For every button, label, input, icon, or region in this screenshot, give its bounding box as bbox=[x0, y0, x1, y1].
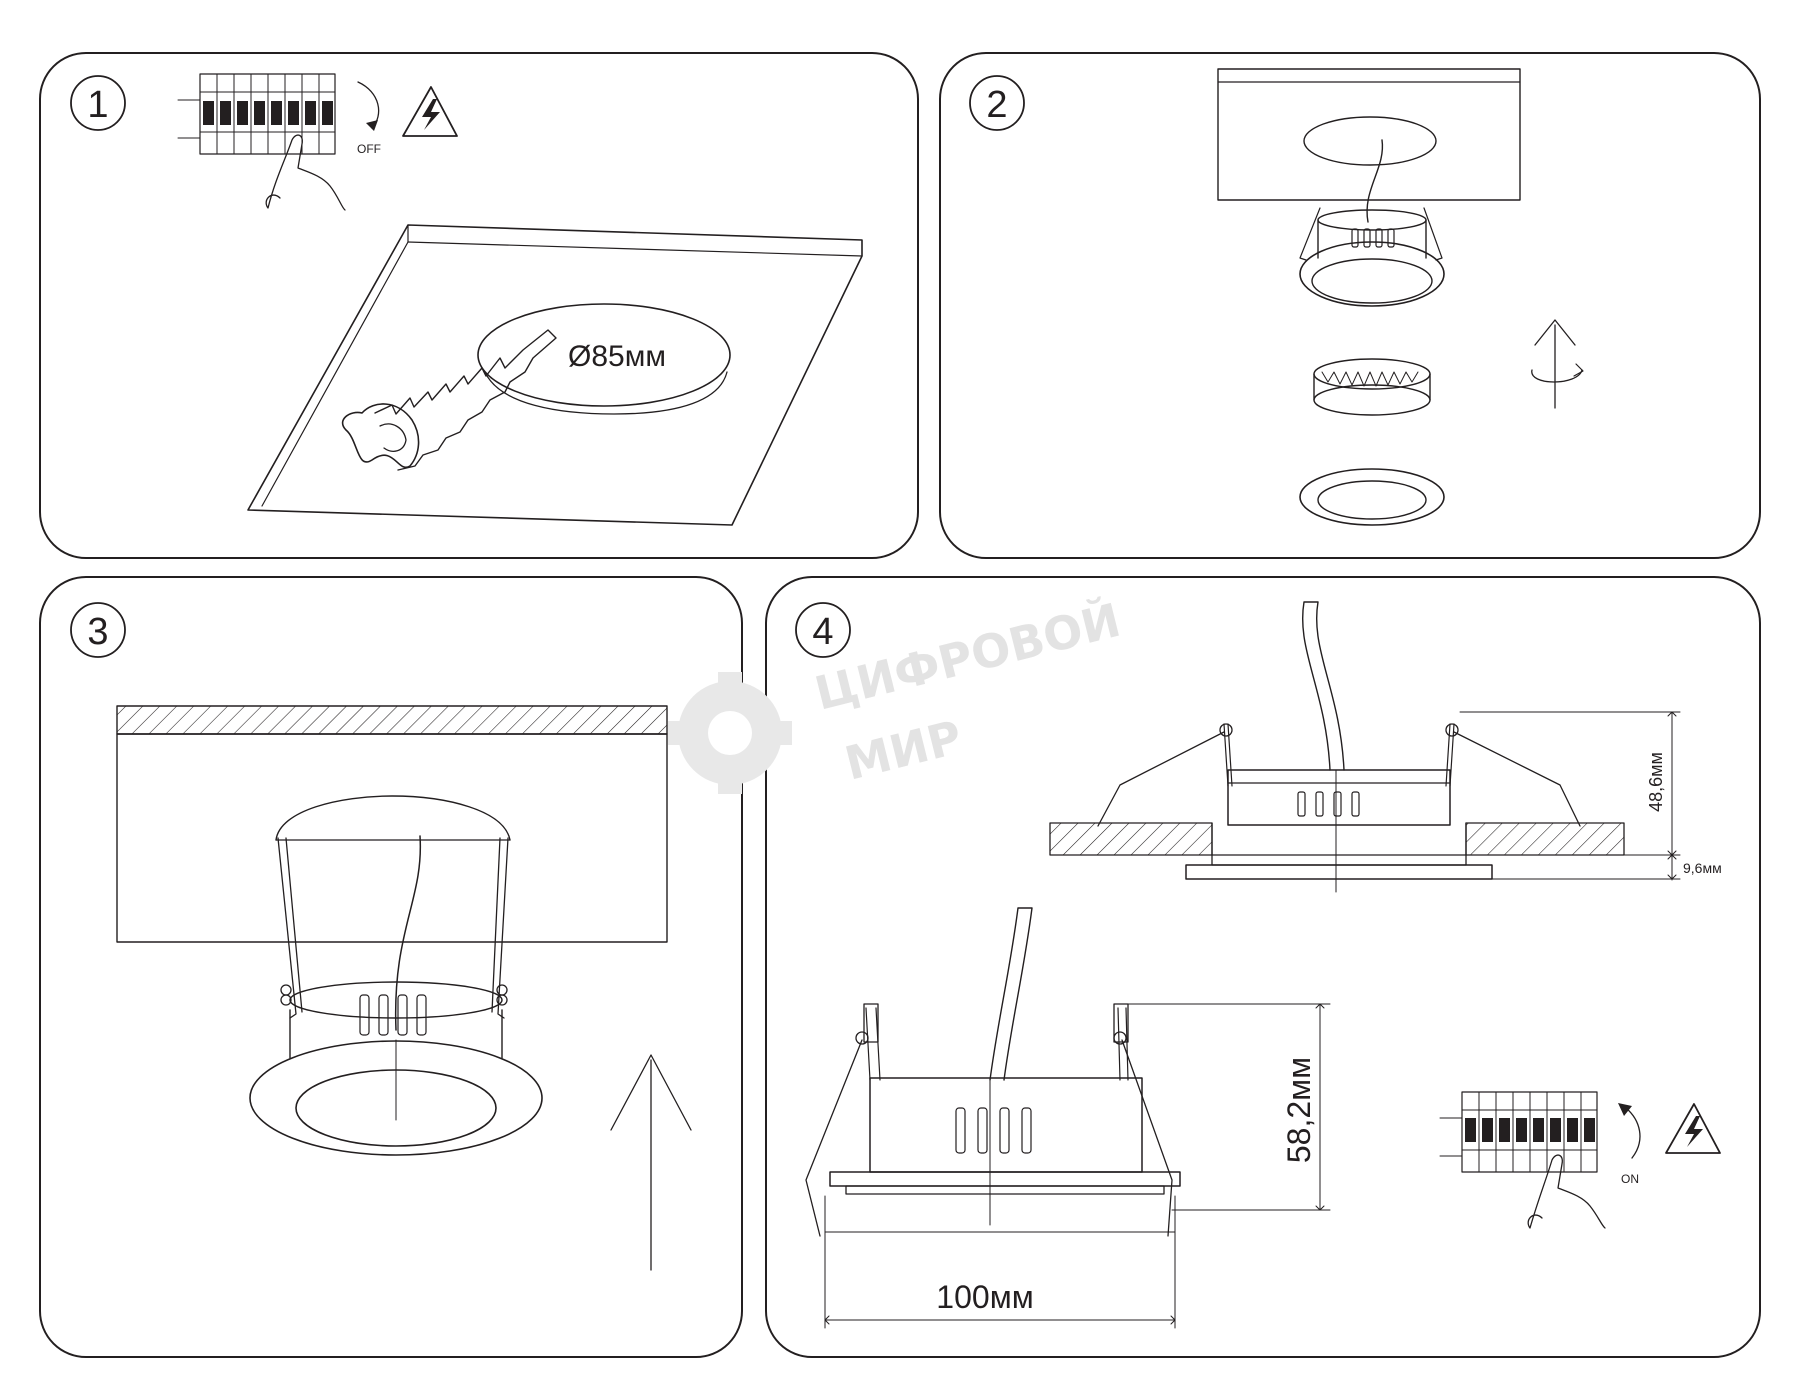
ceiling-board bbox=[1217, 68, 1521, 201]
fixture-side-view bbox=[805, 907, 1331, 1329]
switch-on-arrow-icon bbox=[1625, 1107, 1641, 1159]
step-number-circle bbox=[70, 602, 126, 658]
dimension-height-top: 48,6мм bbox=[1646, 752, 1666, 812]
panel-step-4: 4 ЦИФРОВОЙ МИР bbox=[668, 576, 1761, 1358]
watermark: ЦИФРОВОЙ МИР bbox=[668, 593, 1126, 794]
step-number-circle bbox=[969, 75, 1025, 131]
step-number-circle bbox=[70, 75, 126, 131]
dimension-trim: 9,6мм bbox=[1683, 860, 1722, 876]
panel-step-1: 1 OFF bbox=[39, 52, 919, 559]
gear-logo-icon bbox=[668, 672, 792, 794]
saw-icon bbox=[341, 329, 557, 471]
high-voltage-warning-icon bbox=[1665, 1103, 1721, 1154]
cutout-hole bbox=[1303, 116, 1437, 166]
spring-clips bbox=[277, 837, 509, 1019]
decorative-ring bbox=[1299, 468, 1445, 526]
led-lamp-module bbox=[1313, 358, 1431, 416]
watermark-line1: ЦИФРОВОЙ bbox=[810, 593, 1126, 721]
hand-icon bbox=[1527, 1154, 1606, 1229]
ceiling-board bbox=[247, 224, 863, 526]
step-number: 2 bbox=[986, 84, 1007, 126]
panel-step-2: 2 bbox=[939, 52, 1761, 559]
power-cable bbox=[394, 835, 422, 1031]
panel-step-3: 3 bbox=[39, 576, 743, 1358]
step-number: 3 bbox=[87, 611, 108, 653]
hand-icon bbox=[265, 134, 346, 211]
high-voltage-warning-icon bbox=[402, 86, 458, 137]
installed-fixture-section bbox=[1049, 601, 1681, 893]
cutout-hole bbox=[477, 303, 731, 415]
push-up-arrow-icon bbox=[610, 1054, 692, 1271]
dimension-height-side: 58,2мм bbox=[1281, 1057, 1317, 1163]
step-number: 4 bbox=[812, 611, 833, 653]
switch-off-label: OFF bbox=[357, 142, 381, 156]
step-number: 1 bbox=[87, 84, 108, 126]
circuit-breaker-icon bbox=[177, 73, 336, 155]
switch-on-label: ON bbox=[1621, 1172, 1639, 1186]
power-cable bbox=[1366, 139, 1384, 223]
hole-diameter-label: Ø85мм bbox=[568, 340, 666, 373]
insert-rotate-arrow-icon bbox=[1531, 319, 1584, 409]
circuit-breaker-icon bbox=[1439, 1091, 1598, 1173]
watermark-line2: МИР bbox=[840, 710, 968, 791]
ceiling-cutout bbox=[275, 795, 511, 841]
step-number-circle bbox=[795, 602, 851, 658]
dimension-width: 100мм bbox=[936, 1279, 1033, 1315]
fixture-housing bbox=[249, 981, 543, 1156]
fixture-housing bbox=[1299, 207, 1445, 307]
ceiling-section bbox=[116, 705, 668, 943]
